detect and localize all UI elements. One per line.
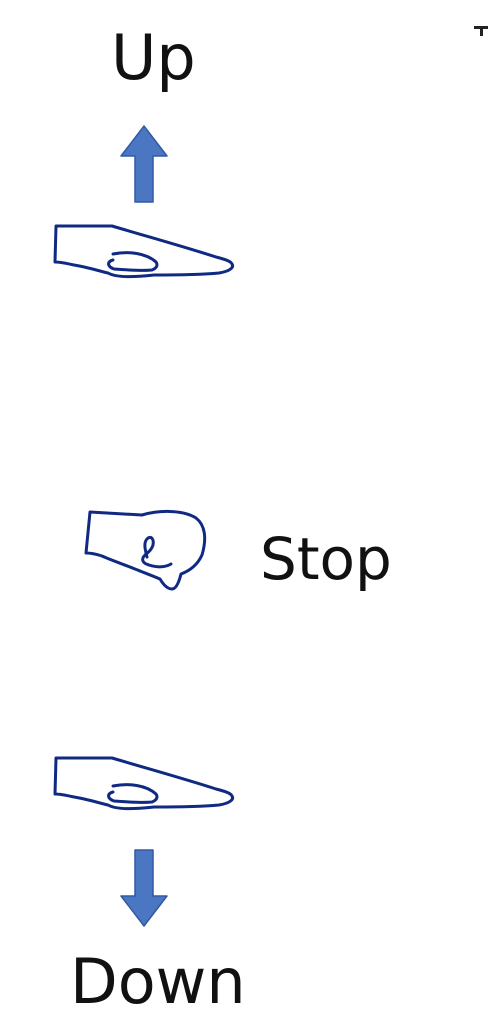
flat-hand-icon <box>53 224 235 279</box>
down-label: Down <box>70 945 246 1018</box>
edge-mark-icon <box>474 26 488 36</box>
up-label: Up <box>111 21 196 94</box>
fist-icon <box>84 509 207 591</box>
arrow-down-icon <box>120 849 168 927</box>
arrow-up-icon <box>120 125 168 203</box>
flat-hand-icon <box>53 756 235 811</box>
stop-label: Stop <box>260 525 392 593</box>
